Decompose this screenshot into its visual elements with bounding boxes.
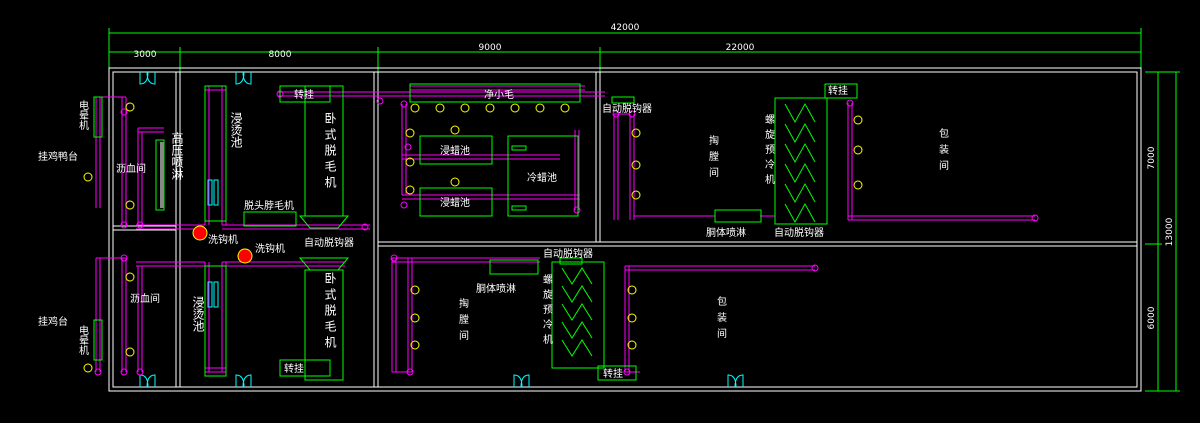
label-auto-unhook-2: 自动脱钩器: [602, 102, 652, 115]
label-auto-unhook-1: 自动脱钩器: [304, 236, 354, 249]
dim-d4: 22000: [726, 43, 755, 53]
label-wash-claw-2: 洗钩机: [255, 242, 285, 255]
label-transfer-4: 转挂: [603, 367, 623, 380]
label-horizontal-dehair-top: 卧式脱毛机: [323, 112, 337, 192]
label-pack-bottom: 包装间: [715, 295, 727, 344]
label-auto-unhook-4: 自动脱钩器: [543, 247, 593, 260]
label-horizontal-dehair-bottom: 卧式脱毛机: [323, 272, 337, 352]
label-bleed-top: 沥血间: [116, 162, 146, 175]
dim-right-total: 13000: [1165, 217, 1175, 246]
hook-markers: [83, 102, 863, 373]
label-cool-wax: 冷蜡池: [527, 171, 557, 184]
label-spiral-top: 螺旋预冷机: [763, 114, 775, 189]
label-auto-unhook-3: 自动脱钩器: [774, 226, 824, 239]
label-electric-stun-bottom: 电晕机: [77, 324, 89, 356]
label-fine-hair: 净小毛: [484, 88, 514, 101]
label-evisc-top: 掏膛间: [707, 134, 719, 183]
washer-markers: [192, 225, 253, 264]
label-spiral-bottom: 螺旋预冷机: [541, 274, 553, 349]
dim-right-bottom: 6000: [1147, 306, 1157, 329]
label-pack-top: 包装间: [937, 127, 949, 176]
label-transfer-1: 转挂: [294, 88, 314, 101]
label-carcass-spray-bottom: 胴体喷淋: [476, 282, 516, 295]
dim-d3: 9000: [479, 43, 502, 53]
label-wax-2: 浸蜡池: [440, 196, 470, 209]
dim-right-top: 7000: [1147, 146, 1157, 169]
conveyors: [94, 85, 1039, 376]
label-head-foot-dehair: 脱头脖毛机: [244, 199, 294, 212]
label-high-pressure: 高压喷淋: [170, 131, 184, 180]
dim-total: 42000: [611, 23, 640, 33]
label-transfer-2: 转挂: [284, 362, 304, 375]
label-evisc-bottom: 掏膛间: [457, 297, 469, 346]
label-hang-platform-top: 挂鸡鸭台: [38, 150, 78, 163]
label-hang-platform-bottom: 挂鸡台: [38, 315, 68, 328]
walls: [108, 67, 1142, 392]
dimension-lines: [108, 28, 1180, 392]
label-scald-top: 浸烫池: [229, 112, 243, 148]
label-carcass-spray-top: 胴体喷淋: [706, 226, 746, 239]
label-wash-claw-1: 洗钩机: [208, 233, 238, 246]
dim-d2: 8000: [269, 50, 292, 60]
label-scald-bottom: 浸烫池: [191, 296, 205, 332]
equipment: [93, 83, 858, 381]
label-bleed-bottom: 沥血间: [130, 292, 160, 305]
label-wax-1: 浸蜡池: [440, 144, 470, 157]
label-transfer-3: 转挂: [828, 84, 848, 97]
label-electric-stun-top: 电晕机: [77, 99, 89, 131]
dim-d1: 3000: [134, 50, 157, 60]
